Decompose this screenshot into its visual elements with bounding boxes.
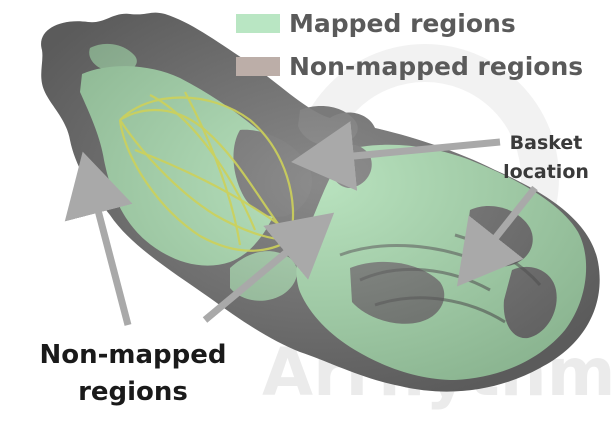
legend-label-mapped: Mapped regions: [289, 9, 516, 38]
callout-basket-line1: Basket: [510, 132, 583, 154]
legend-label-non-mapped: Non-mapped regions: [289, 52, 583, 81]
callout-non-mapped-regions: Non-mapped regions: [39, 340, 226, 407]
callout-non-mapped-line2: regions: [78, 377, 188, 407]
legend-swatch-mapped: [236, 14, 280, 33]
callout-basket-line2: location: [503, 161, 589, 183]
legend-swatch-non-mapped: [236, 57, 280, 76]
callout-non-mapped-line1: Non-mapped: [39, 340, 226, 370]
